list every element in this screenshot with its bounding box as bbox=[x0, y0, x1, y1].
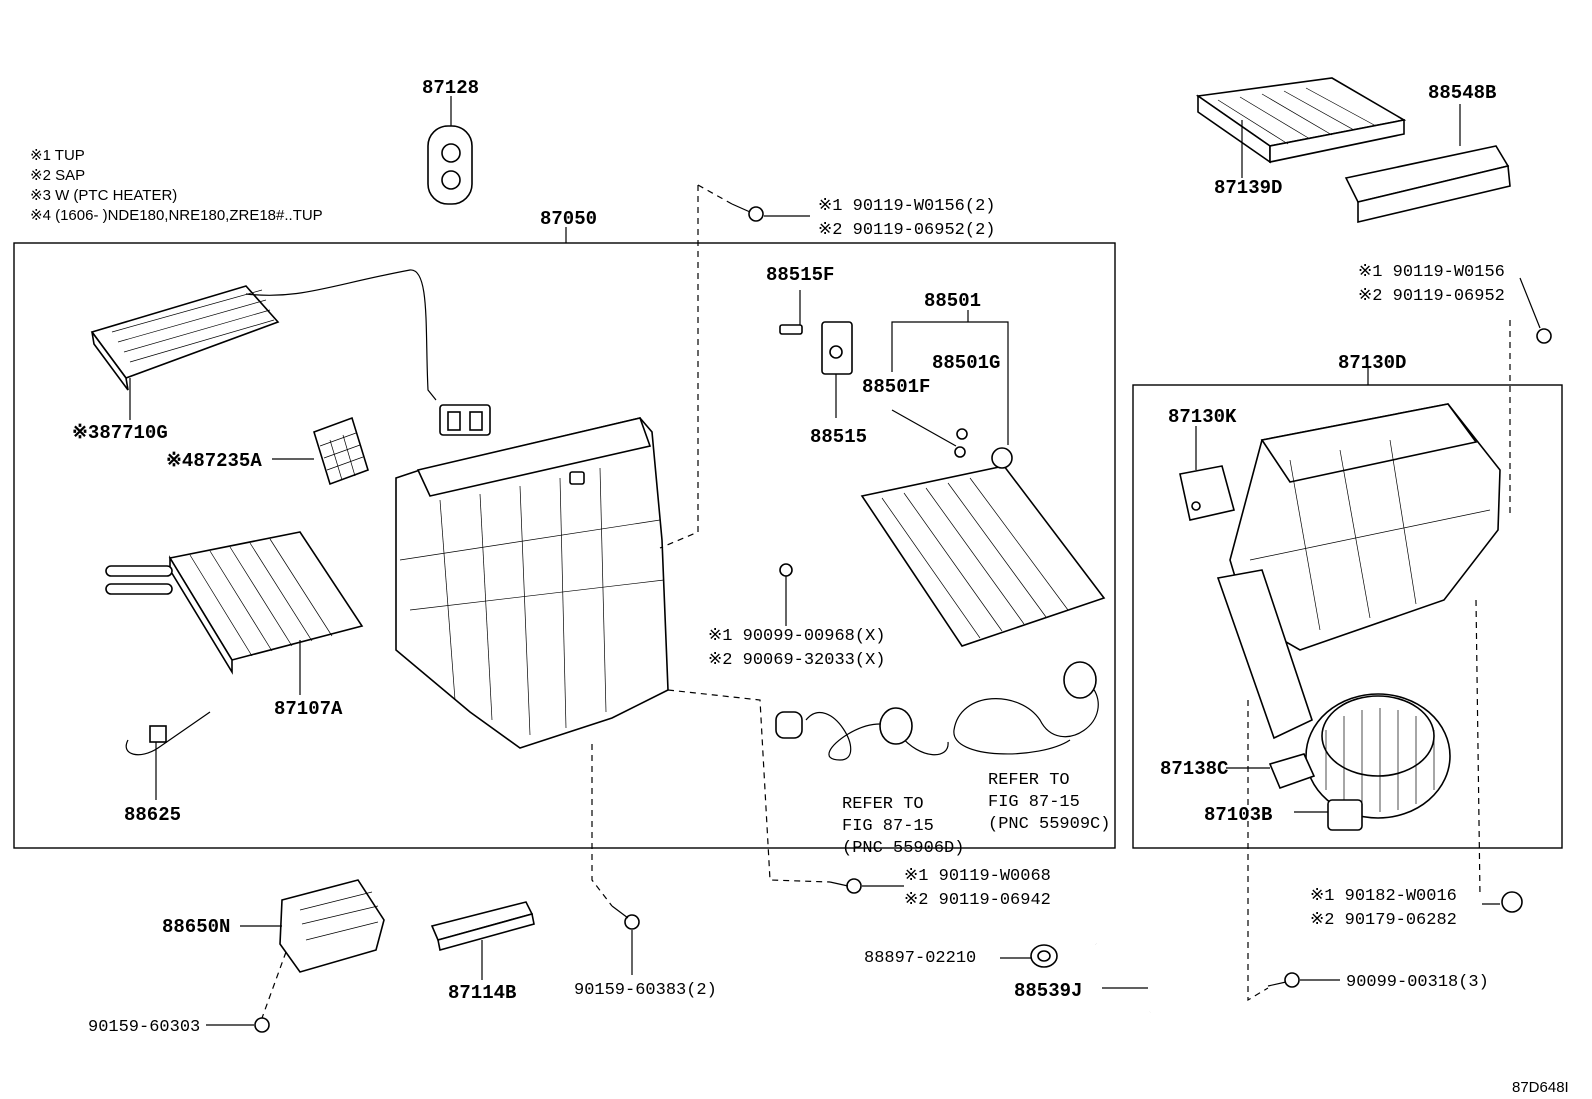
bolt-top-right-1: ※1 90119-W0156 bbox=[1358, 263, 1505, 282]
label-87107a: 87107A bbox=[274, 698, 343, 720]
label-87130k: 87130K bbox=[1168, 406, 1237, 428]
bolt-right-low-1: ※1 90182-W0016 bbox=[1310, 887, 1457, 906]
label-87139d: 87139D bbox=[1214, 177, 1282, 199]
bolt-top-center-2: ※2 90119-06952(2) bbox=[818, 221, 995, 240]
harness-55906d-icon bbox=[775, 707, 949, 761]
resistor-87138c-icon bbox=[1226, 753, 1316, 790]
label-87138c: 87138C bbox=[1160, 758, 1228, 780]
drain-hose-88539j-icon bbox=[1082, 912, 1171, 1013]
label-88625: 88625 bbox=[124, 804, 181, 826]
note-1: ※1 TUP bbox=[30, 147, 85, 164]
bolt-mid-2: ※2 90069-32033(X) bbox=[708, 651, 885, 670]
label-88650n: 88650N bbox=[162, 916, 230, 938]
ref-a-line-2: FIG 87-15 bbox=[842, 817, 934, 836]
bolt-top-right-2: ※2 90119-06952 bbox=[1358, 287, 1505, 306]
label-87114b: 87114B bbox=[448, 982, 516, 1004]
label-87103b: 87103B bbox=[1204, 804, 1272, 826]
bolt-icon-90159-60303 bbox=[206, 1017, 270, 1033]
ref-b-line-2: FIG 87-15 bbox=[988, 793, 1080, 812]
servo-87130k-icon bbox=[1179, 426, 1235, 521]
amplifier-88650n-icon bbox=[240, 879, 385, 973]
legend-notes: ※1 TUP ※2 SAP ※3 W (PTC HEATER) ※4 (1606… bbox=[30, 147, 323, 224]
label-87128: 87128 bbox=[422, 77, 479, 99]
air-filter-87139d-icon bbox=[1195, 77, 1407, 178]
label-88501g: 88501G bbox=[932, 352, 1000, 374]
part-labels: 87128 87050 ※387710G ※487235A 87107A 886… bbox=[72, 77, 1496, 1037]
bolt-icon-top-center bbox=[731, 203, 810, 222]
ptc-heater-87710g-icon bbox=[90, 269, 491, 436]
bolt-icon-right-low bbox=[1482, 891, 1523, 913]
label-88501: 88501 bbox=[924, 290, 981, 312]
ref-b-line-1: REFER TO bbox=[988, 771, 1070, 790]
label-88501f: 88501F bbox=[862, 376, 930, 398]
bolt-low-2: ※2 90119-06942 bbox=[904, 891, 1051, 910]
label-88548b: 88548B bbox=[1428, 82, 1496, 104]
label-88515f: 88515F bbox=[766, 264, 834, 286]
label-87710g: ※387710G bbox=[72, 422, 168, 444]
ref-b-line-3: (PNC 55909C) bbox=[988, 815, 1110, 834]
blower-motor-87103b-icon bbox=[1294, 693, 1451, 831]
ref-a-line-1: REFER TO bbox=[842, 795, 924, 814]
label-88539j: 88539J bbox=[1014, 980, 1082, 1002]
duct-87235a-icon bbox=[272, 416, 369, 486]
grommet-88897-icon bbox=[1000, 944, 1058, 968]
evaporator-88501-icon bbox=[860, 310, 1106, 647]
bolt-mid-1: ※1 90099-00968(X) bbox=[708, 627, 885, 646]
bolt-icon-mid bbox=[779, 563, 793, 626]
bolt-icon-90099-00318 bbox=[1267, 972, 1340, 988]
bolt-callouts: ※1 90119-W0156(2) ※2 90119-06952(2) ※1 9… bbox=[708, 197, 1505, 930]
note-4: ※4 (1606- )NDE180,NRE180,ZRE18#..TUP bbox=[30, 207, 323, 224]
label-88515: 88515 bbox=[810, 426, 867, 448]
hvac-case-87050-icon bbox=[395, 417, 669, 749]
group-frame-87050 bbox=[13, 242, 1116, 849]
bolt-icon-90159-60383 bbox=[611, 905, 640, 975]
bolt-icon-top-right bbox=[1519, 277, 1552, 344]
install-lines bbox=[261, 184, 1511, 1019]
grommet-87128-icon bbox=[427, 96, 473, 205]
label-88897-02210: 88897-02210 bbox=[864, 949, 976, 968]
reference-notes: REFER TO FIG 87-15 (PNC 55906D) REFER TO… bbox=[842, 771, 1110, 858]
figure-id: 87D648I bbox=[1512, 1079, 1569, 1096]
note-2: ※2 SAP bbox=[30, 167, 85, 184]
label-90159-60303: 90159-60303 bbox=[88, 1018, 200, 1037]
duct-87114b-icon bbox=[430, 901, 535, 980]
label-87050: 87050 bbox=[540, 208, 597, 230]
filter-cover-88548b-icon bbox=[1344, 104, 1511, 224]
bolt-right-low-2: ※2 90179-06282 bbox=[1310, 911, 1457, 930]
note-3: ※3 W (PTC HEATER) bbox=[30, 187, 177, 204]
expansion-valve-88515-icon bbox=[779, 290, 853, 418]
blower-unit-87130d-icon bbox=[1216, 403, 1501, 740]
label-90099-00318: 90099-00318(3) bbox=[1346, 973, 1489, 992]
label-87235a: ※487235A bbox=[166, 450, 262, 472]
sensor-88625-icon bbox=[125, 711, 211, 800]
group-frame-87130d bbox=[1132, 384, 1563, 849]
heater-core-87107a-icon bbox=[105, 531, 364, 695]
bolt-low-1: ※1 90119-W0068 bbox=[904, 867, 1051, 886]
bolt-icon-low bbox=[829, 878, 904, 894]
bolt-top-center-1: ※1 90119-W0156(2) bbox=[818, 197, 995, 216]
label-87130d: 87130D bbox=[1338, 352, 1406, 374]
harness-55909c-icon bbox=[953, 661, 1099, 755]
ref-a-line-3: (PNC 55906D) bbox=[842, 839, 964, 858]
label-90159-60383: 90159-60383(2) bbox=[574, 981, 717, 1000]
